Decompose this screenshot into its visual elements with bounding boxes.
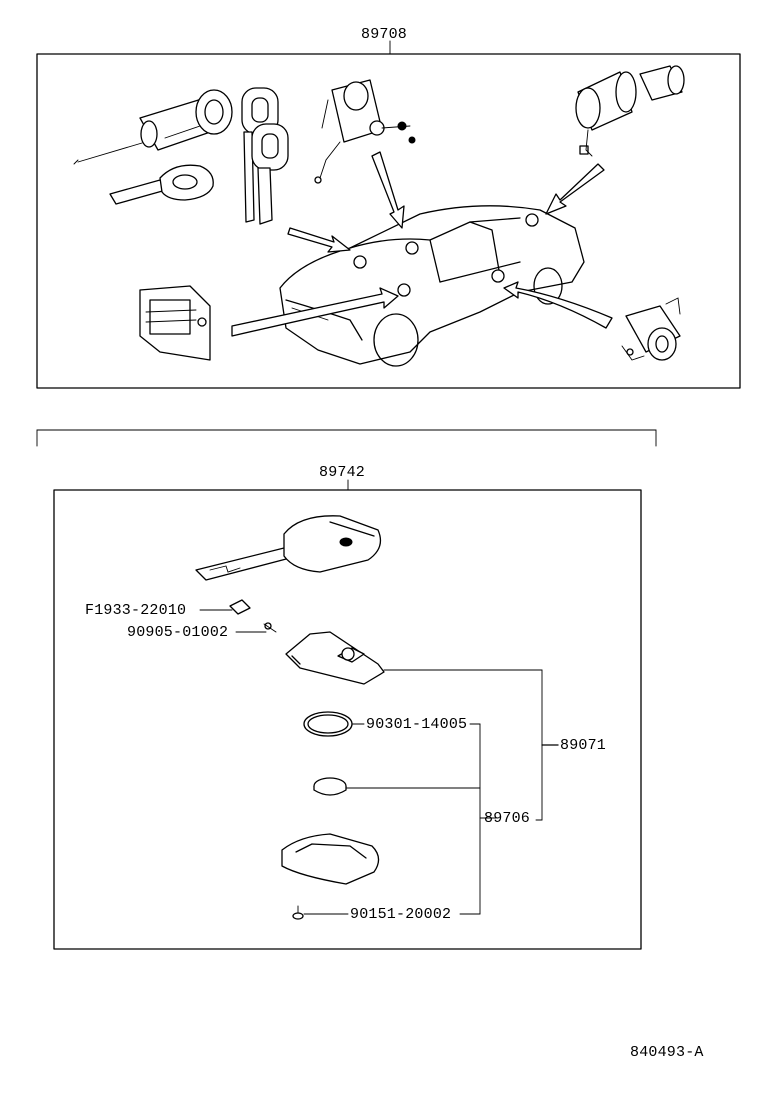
clip-part-illustration <box>229 599 251 615</box>
lock-set-frame <box>36 40 741 389</box>
label-f1933-22010: F1933-22010 <box>85 602 187 619</box>
glove-box-lock-illustration <box>139 285 211 361</box>
screw-part-illustration <box>263 622 277 633</box>
location-markers <box>353 213 539 297</box>
label-90301-14005: 90301-14005 <box>366 716 468 733</box>
trunk-lock-illustration <box>575 65 685 157</box>
o-ring-illustration <box>303 711 353 737</box>
leader-lines <box>199 609 559 915</box>
label-89706: 89706 <box>484 810 531 827</box>
car-illustration <box>279 205 585 367</box>
battery-illustration <box>313 777 347 796</box>
label-89742: 89742 <box>319 464 366 481</box>
location-arrows <box>231 151 613 337</box>
label-89708: 89708 <box>361 26 408 43</box>
case-bottom-illustration <box>281 833 380 885</box>
figure-id: 840493-A <box>630 1044 704 1061</box>
label-89071: 89071 <box>560 737 607 754</box>
label-90905-01002: 90905-01002 <box>127 624 229 641</box>
door-lock-illustration <box>314 79 416 184</box>
door-cylinder-illustration <box>621 297 681 361</box>
transmitter-case-illustration <box>285 631 385 685</box>
bottom-screw-illustration <box>292 905 304 920</box>
key-assembly-frame <box>53 479 642 950</box>
outer-bracket <box>36 429 657 447</box>
label-90151-20002: 90151-20002 <box>350 906 452 923</box>
keys-illustration <box>241 87 289 225</box>
ignition-cylinder-illustration <box>73 89 233 165</box>
transmitter-key-illustration <box>195 515 382 581</box>
key-illustration <box>109 164 214 205</box>
